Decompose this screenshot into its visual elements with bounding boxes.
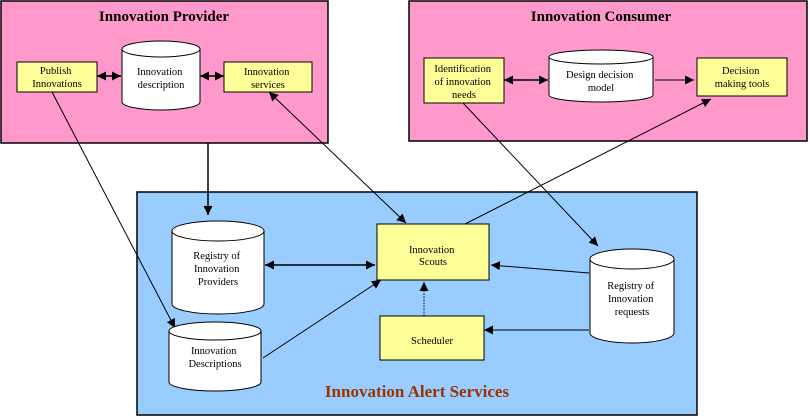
- datastore-cylinder-icon: [171, 220, 265, 315]
- innovation-services-box: [223, 61, 313, 93]
- innovation-scouts-label: Innovation Scouts: [409, 245, 457, 268]
- provider-region-title: Innovation Provider: [99, 9, 229, 25]
- identification-needs-box: [423, 57, 505, 104]
- scheduler-box: [379, 315, 485, 361]
- identification-needs-label: Identification of innovation needs: [434, 64, 493, 101]
- node-design-decision-model[interactable]: Design decision model: [548, 49, 654, 103]
- edge-registry-requests-to-scouts: [490, 261, 590, 274]
- registry-requests-label: Registry of Innovation requests: [607, 281, 657, 318]
- datastore-cylinder-icon: [121, 40, 201, 111]
- datastore-cylinder-icon: [168, 321, 262, 392]
- edge-needs-to-registry-requests: [462, 102, 599, 247]
- node-innovation-scouts[interactable]: Innovation Scouts: [376, 223, 490, 281]
- publish-innovations-label: Publish Innovations: [32, 66, 82, 90]
- node-identification-needs[interactable]: Identification of innovation needs: [423, 57, 505, 104]
- datastore-cylinder-icon: [589, 248, 675, 344]
- edge-scouts-to-tools: [464, 98, 712, 225]
- node-scheduler[interactable]: Scheduler: [379, 315, 485, 361]
- publish-innovations-box: [16, 61, 98, 93]
- alert-region-title: Innovation Alert Services: [325, 382, 510, 401]
- innovation-descriptions-label: Innovation Descriptions: [188, 346, 241, 370]
- node-decision-making-tools[interactable]: Decision making tools: [696, 57, 788, 97]
- registry-providers-label: Registry of Innovation Providers: [193, 251, 243, 288]
- decision-making-tools-label: Decision making tools: [715, 66, 770, 90]
- edge-services-to-scouts: [268, 91, 407, 224]
- datastore-cylinder-icon: [548, 49, 654, 103]
- design-decision-model-label: Design decision model: [566, 70, 636, 94]
- node-innovation-services[interactable]: Innovation services: [223, 61, 313, 93]
- edge-publish-to-descriptions: [51, 91, 176, 329]
- node-registry-providers[interactable]: Registry of Innovation Providers: [171, 220, 265, 315]
- node-publish-innovations[interactable]: Publish Innovations: [16, 61, 98, 93]
- edge-descriptions-to-scouts: [262, 279, 382, 359]
- innovation-scouts-box: [376, 223, 490, 281]
- innovation-services-label: Innovation services: [244, 67, 292, 91]
- node-innovation-description[interactable]: Innovation description: [121, 40, 201, 111]
- decision-making-tools-box: [696, 57, 788, 97]
- scheduler-label: Scheduler: [411, 336, 453, 347]
- consumer-region-title: Innovation Consumer: [531, 9, 672, 25]
- innovation-description-label: Innovation description: [137, 67, 185, 91]
- node-registry-requests[interactable]: Registry of Innovation requests: [589, 248, 675, 344]
- node-innovation-descriptions[interactable]: Innovation Descriptions: [168, 321, 262, 392]
- edges: [51, 71, 712, 359]
